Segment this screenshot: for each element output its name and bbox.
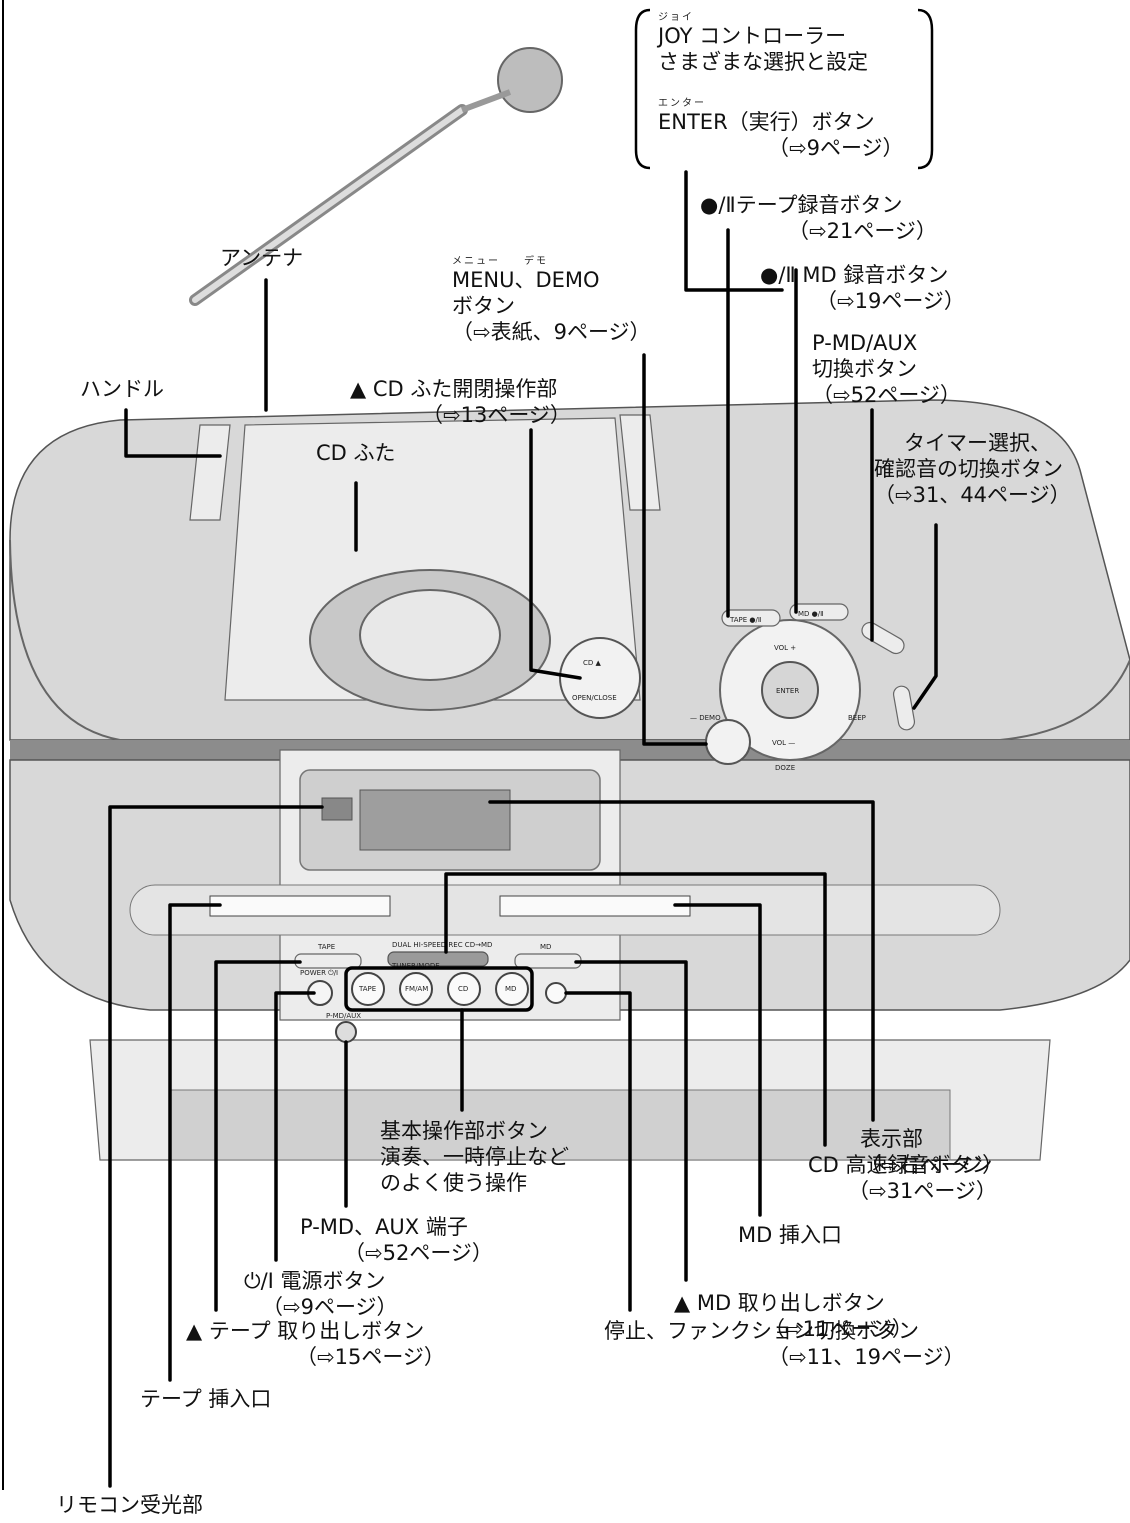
menu-demo-button[interactable] [705, 719, 751, 765]
cd-open-close-label: ▲ CD ふた開閉操作部 （⇨13ページ） [350, 377, 571, 427]
enter-button-label: エンター ENTER（実行）ボタン （⇨9ページ） [658, 98, 904, 160]
tape-slot [209, 895, 391, 917]
cd-highspeed-button[interactable] [387, 951, 489, 967]
demo-marking: — DEMO [690, 714, 721, 722]
vol-minus-marking: VOL — [772, 739, 795, 747]
md-slot-label: MD 挿入口 [738, 1223, 842, 1247]
tape-slot-label: テープ 挿入口 [140, 1387, 272, 1411]
timer-button-label: タイマー選択、 確認音の切換ボタン （⇨31、44ページ） [874, 431, 1071, 507]
antenna-label: アンテナ [220, 246, 304, 270]
leader-lines [108, 170, 938, 1488]
power-marking: POWER ⏻/I [300, 969, 338, 977]
pmd-aux-marking: P-MD/AUX [326, 1012, 361, 1020]
basic-buttons-label: 基本操作部ボタン 演奏、一時停止など のよく使う操作 [380, 1119, 569, 1195]
front-buttons [294, 951, 582, 1043]
tape-play-button[interactable] [351, 972, 385, 1006]
antenna [189, 47, 563, 306]
fmam-button[interactable] [399, 972, 433, 1006]
cd-open-close-button[interactable] [559, 637, 641, 719]
cd-lid-label: CD ふた [316, 441, 396, 465]
md-rec-button-label: ●/Ⅱ MD 録音ボタン （⇨19ページ） [760, 263, 965, 313]
cd-play-marking: CD [458, 985, 468, 993]
md-eject-button[interactable] [514, 953, 582, 969]
remote-sensor-label: リモコン受光部 [56, 1493, 203, 1517]
tuner-marking: TUNER/MODE [391, 962, 440, 970]
device-body [9, 399, 1130, 1161]
basic-buttons-box [344, 966, 534, 1012]
cd-marking: CD ▲ [583, 659, 602, 667]
enter-button[interactable] [761, 661, 819, 719]
md-eject-label: ▲ MD 取り出しボタン （⇨11ページ） [674, 1291, 913, 1341]
tape-rec-button[interactable] [721, 609, 781, 627]
fmam-marking: FM/AM [405, 985, 428, 993]
enter-marking: ENTER [776, 687, 799, 695]
md-rec-button[interactable] [789, 603, 849, 621]
tape-marking: TAPE [317, 943, 335, 951]
md-slot [499, 895, 691, 917]
vol-plus-marking: VOL + [774, 644, 796, 652]
handle-label: ハンドル [80, 377, 164, 401]
md-play-marking: MD [505, 985, 516, 993]
pmd-aux-jack-label: P-MD、AUX 端子 （⇨52ページ） [300, 1215, 493, 1265]
cd-highspeed-label: CD 高速録音ボタン （⇨31ページ） [808, 1153, 997, 1203]
stop-button[interactable] [545, 982, 567, 1004]
md-play-button[interactable] [495, 972, 529, 1006]
device-markings: CD ▲ OPEN/CLOSE — DEMO TAPE ●/Ⅱ MD ●/Ⅱ E… [300, 610, 866, 1020]
md-marking: MD [540, 943, 551, 951]
display-window [359, 789, 511, 851]
timer-button[interactable] [892, 685, 916, 731]
doze-marking: DOZE [775, 764, 795, 772]
pmd-aux-button-label: P-MD/AUX 切換ボタン （⇨52ページ） [812, 331, 961, 407]
remote-sensor [321, 797, 353, 821]
tape-rec-button-label: ●/Ⅱテープ録音ボタン （⇨21ページ） [700, 193, 937, 243]
power-button-label: ⏻/I 電源ボタン （⇨9ページ） [244, 1269, 398, 1319]
tape-play-marking: TAPE [358, 985, 376, 993]
joy-controller-label: ジョイ JOY コントローラー さまざまな選択と設定 [658, 12, 868, 74]
tape-eject-button[interactable] [294, 953, 362, 969]
dual-marking: DUAL HI-SPEED REC CD→MD [392, 941, 492, 949]
display-label: 表示部 （⇨右ページ） [860, 1127, 1004, 1177]
label-bracket [634, 8, 934, 170]
tape-rec-marking: TAPE ●/Ⅱ [729, 616, 761, 624]
pmd-aux-jack [335, 1021, 357, 1043]
md-rec-marking: MD ●/Ⅱ [798, 610, 824, 618]
tape-eject-label: ▲ テープ 取り出しボタン （⇨15ページ） [186, 1319, 445, 1369]
open-close-marking: OPEN/CLOSE [572, 694, 617, 702]
beep-marking: BEEP [848, 714, 866, 722]
menu-demo-button-label: メニュー デモ MENU、DEMO ボタン （⇨表紙、9ページ） [452, 256, 651, 344]
cd-play-button[interactable] [447, 972, 481, 1006]
stop-button-label: 停止、ファンクション切換ボタン （⇨11、19ページ） [604, 1319, 965, 1369]
